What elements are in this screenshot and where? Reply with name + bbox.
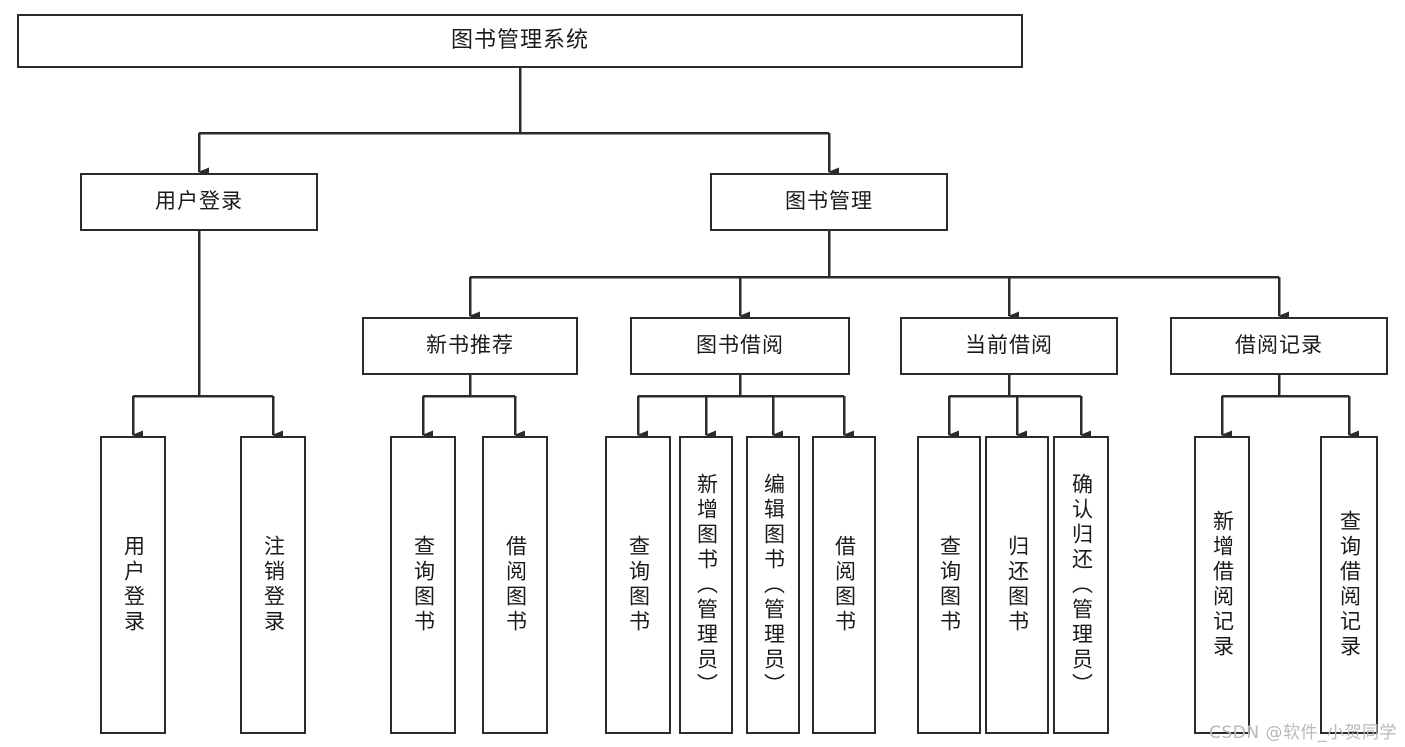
node-label: 新增图书（管理员） (694, 472, 719, 698)
node-leaf-q1[interactable]: 查询图书 (390, 436, 456, 734)
node-newrec[interactable]: 新书推荐 (362, 317, 578, 375)
node-label: 查询图书 (937, 535, 962, 635)
node-label: 查询图书 (411, 535, 436, 635)
node-leaf-login[interactable]: 用户登录 (100, 436, 166, 734)
node-label: 编辑图书（管理员） (761, 472, 786, 698)
node-label: 注销登录 (261, 535, 286, 635)
node-leaf-q3[interactable]: 查询图书 (917, 436, 981, 734)
node-login[interactable]: 用户登录 (80, 173, 318, 231)
node-label: 确认归还（管理员） (1069, 472, 1094, 698)
node-leaf-ret[interactable]: 归还图书 (985, 436, 1049, 734)
node-label: 新书推荐 (426, 333, 514, 358)
node-leaf-logout[interactable]: 注销登录 (240, 436, 306, 734)
node-current[interactable]: 当前借阅 (900, 317, 1118, 375)
node-leaf-conf[interactable]: 确认归还（管理员） (1053, 436, 1109, 734)
node-label: 当前借阅 (965, 333, 1053, 358)
node-label: 图书管理系统 (450, 27, 589, 53)
node-leaf-newrec[interactable]: 新增借阅记录 (1194, 436, 1250, 734)
node-records[interactable]: 借阅记录 (1170, 317, 1388, 375)
node-bookmgmt[interactable]: 图书管理 (710, 173, 948, 231)
node-label: 用户登录 (155, 189, 243, 214)
node-label: 借阅图书 (503, 535, 528, 635)
node-label: 图书管理 (785, 189, 873, 214)
node-leaf-b1[interactable]: 借阅图书 (482, 436, 548, 734)
node-leaf-qrec[interactable]: 查询借阅记录 (1320, 436, 1378, 734)
node-leaf-b2[interactable]: 借阅图书 (812, 436, 876, 734)
node-leaf-edit[interactable]: 编辑图书（管理员） (746, 436, 800, 734)
node-label: 借阅图书 (832, 535, 857, 635)
node-label: 图书借阅 (696, 333, 784, 358)
node-leaf-add[interactable]: 新增图书（管理员） (679, 436, 733, 734)
node-label: 归还图书 (1005, 535, 1030, 635)
node-leaf-q2[interactable]: 查询图书 (605, 436, 671, 734)
node-label: 查询图书 (626, 535, 651, 635)
node-label: 新增借阅记录 (1210, 510, 1235, 660)
node-label: 用户登录 (121, 535, 146, 635)
node-label: 查询借阅记录 (1337, 510, 1362, 660)
edges (131, 68, 1359, 440)
node-label: 借阅记录 (1235, 333, 1323, 358)
node-root[interactable]: 图书管理系统 (17, 14, 1023, 68)
node-borrow[interactable]: 图书借阅 (630, 317, 850, 375)
